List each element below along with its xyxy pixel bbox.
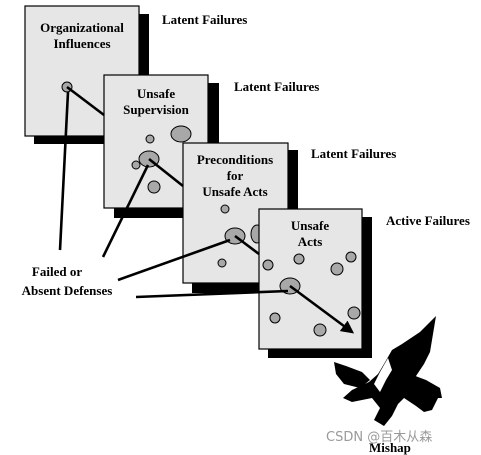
layer-3-failure-label: Latent Failures (311, 146, 396, 161)
layer-2-hole (145, 134, 155, 144)
layer-2-hole (147, 180, 161, 194)
watermark: CSDN @百木从森 (326, 430, 433, 445)
layer-2-hole (131, 160, 141, 170)
layer-4-failure-label: Active Failures (386, 213, 470, 228)
layer-2-failure-label: Latent Failures (234, 79, 319, 94)
layer-4-title-line-2: Acts (298, 234, 323, 249)
layer-3-title-line-1: Preconditions (197, 152, 273, 167)
layer-4-hole (313, 323, 327, 337)
layer-unsafe-acts: Unsafe Acts (258, 208, 372, 358)
layer-3-title-line-2: for (227, 168, 244, 183)
outcome-label: Mishap (369, 440, 411, 455)
layer-3-hole (220, 204, 230, 214)
layer-4-hole (262, 259, 274, 271)
layer-4-hole (330, 262, 344, 276)
layer-4-hole (269, 312, 281, 324)
layer-2-title-line-1: Unsafe (137, 86, 176, 101)
layer-3-hole (217, 258, 227, 268)
defenses-label-line-1: Failed or (32, 264, 82, 279)
trajectory-segment (234, 234, 260, 256)
defense-line (58, 91, 70, 251)
layer-1-title-line-1: Organizational (40, 20, 124, 35)
layer-4-hole (347, 306, 361, 320)
layer-4-hole (345, 251, 357, 263)
trajectory-arrow (289, 284, 355, 334)
layer-1-failure-label: Latent Failures (162, 12, 247, 27)
defense-lines (58, 91, 289, 299)
layer-1-title-line-2: Influences (53, 36, 110, 51)
defense-line (117, 238, 231, 282)
layer-2-title-line-2: Supervision (123, 102, 190, 117)
layer-2-hole (170, 125, 192, 143)
layer-4-hole (293, 253, 305, 265)
defense-line (101, 164, 150, 258)
layer-3-title-line-3: Unsafe Acts (202, 184, 267, 199)
defenses-label-line-2: Absent Defenses (22, 283, 113, 298)
layer-4-title-line-1: Unsafe (291, 218, 330, 233)
trajectory-segment (148, 157, 184, 188)
defense-line (135, 289, 289, 299)
airplane-crash-icon (334, 316, 442, 426)
accident-trajectory (66, 85, 355, 334)
trajectory-segment (66, 85, 105, 117)
